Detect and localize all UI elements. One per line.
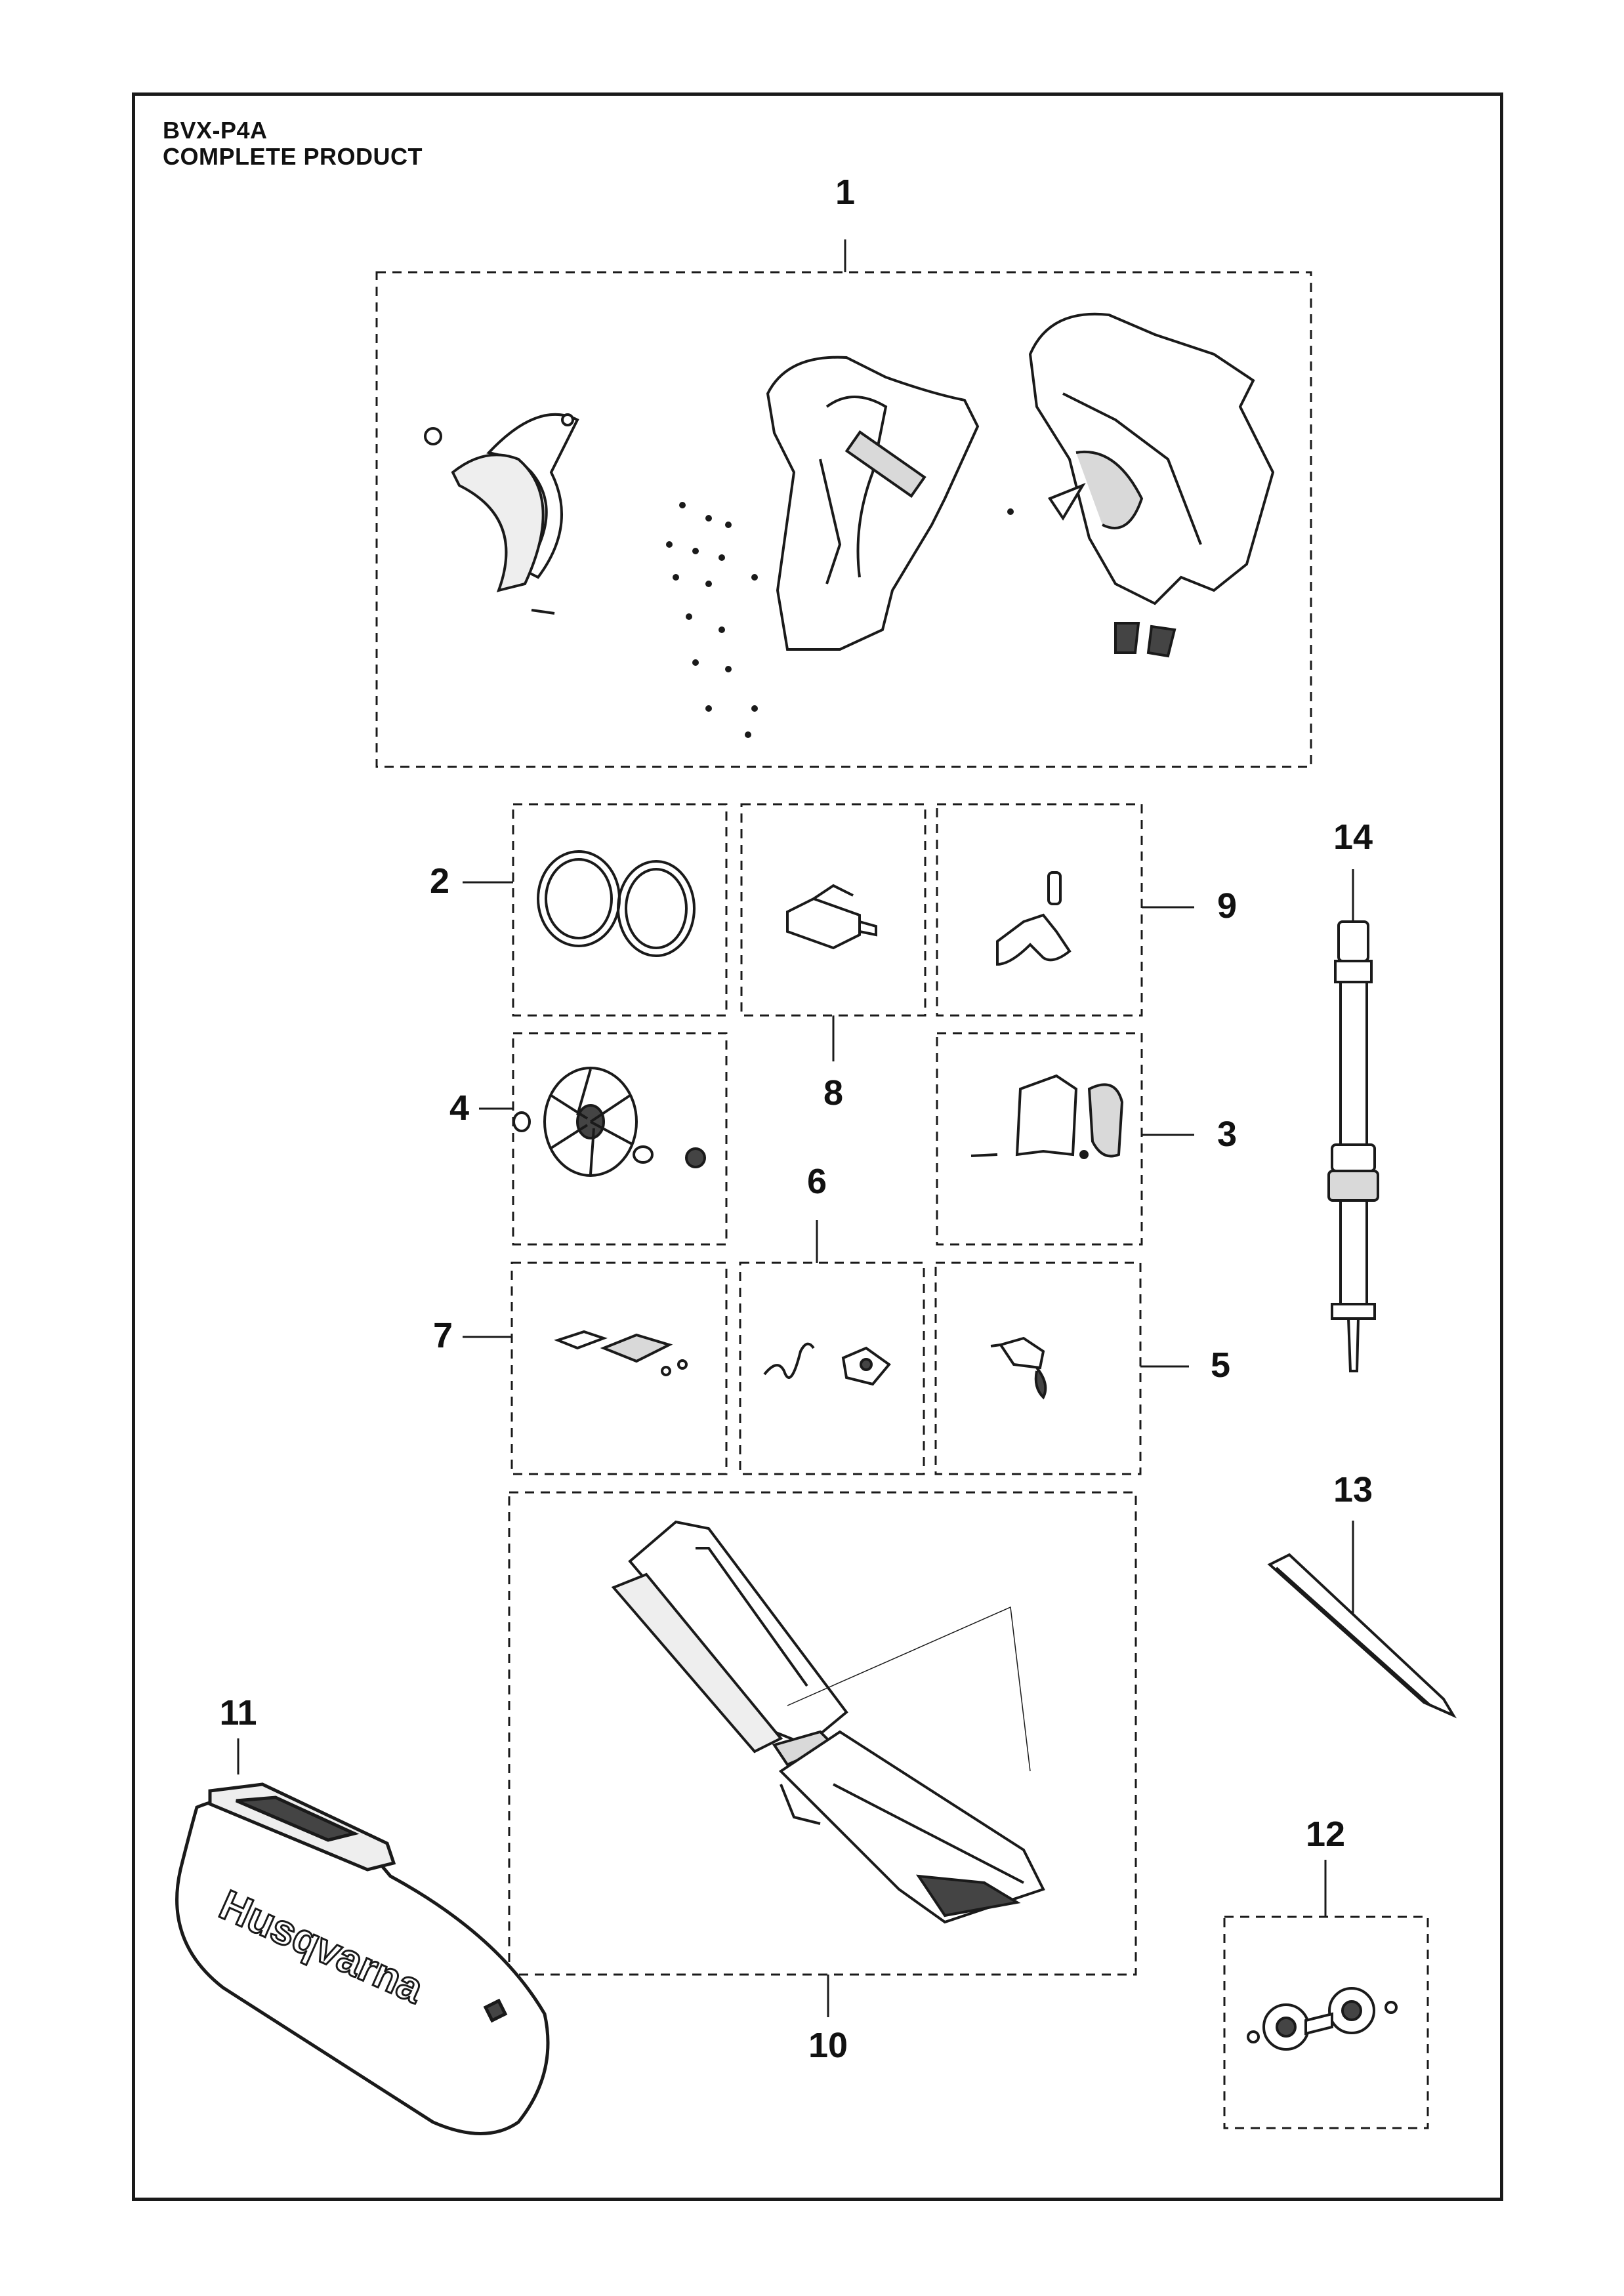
cleaning-tool	[1267, 1553, 1457, 1719]
housing-screws	[666, 502, 1014, 738]
callout-2: 2	[429, 861, 450, 901]
latch-assembly	[970, 1074, 1124, 1159]
callout-1: 1	[835, 173, 856, 212]
group-box-8	[740, 803, 927, 1017]
diagram-title: COMPLETE PRODUCT	[163, 143, 423, 170]
callout-4: 4	[449, 1088, 470, 1128]
callout-11: 11	[219, 1693, 257, 1732]
group-box-1	[375, 271, 1312, 768]
callout-13: 13	[1333, 1470, 1373, 1509]
housing-cover-left	[424, 413, 579, 615]
housing-half-rear	[1028, 312, 1275, 658]
group-box-10	[508, 1491, 1137, 1976]
group-box-6	[739, 1261, 925, 1475]
blower-tubes	[611, 1520, 1045, 1924]
callout-7: 7	[432, 1316, 453, 1355]
group-box-4	[512, 1032, 728, 1246]
group-box-7	[510, 1261, 728, 1475]
callout-6: 6	[806, 1162, 827, 1201]
housing-half-front	[766, 356, 980, 651]
diagram-frame	[132, 92, 1503, 2201]
impeller-fan	[512, 1067, 706, 1177]
filter-rings	[537, 850, 696, 957]
callout-14: 14	[1333, 817, 1373, 857]
collection-bag	[175, 1782, 550, 2135]
switch-module	[786, 884, 877, 950]
wheel-kit	[1247, 1987, 1398, 2051]
group-box-2	[512, 803, 728, 1017]
callout-3: 3	[1217, 1115, 1238, 1154]
group-box-9	[936, 803, 1143, 1017]
group-box-5	[934, 1261, 1142, 1475]
gasket-pads	[554, 1330, 688, 1376]
callout-12: 12	[1305, 1814, 1346, 1854]
callout-9: 9	[1217, 886, 1238, 926]
shoulder-strap	[1327, 920, 1379, 1372]
callout-10: 10	[808, 2026, 848, 2065]
model-code: BVX-P4A	[163, 117, 268, 144]
spring-bracket	[763, 1342, 891, 1386]
micro-switch	[990, 1336, 1047, 1400]
group-box-3	[936, 1032, 1143, 1246]
callout-5: 5	[1210, 1345, 1231, 1385]
callout-8: 8	[823, 1073, 844, 1113]
trigger-lever	[996, 871, 1072, 966]
